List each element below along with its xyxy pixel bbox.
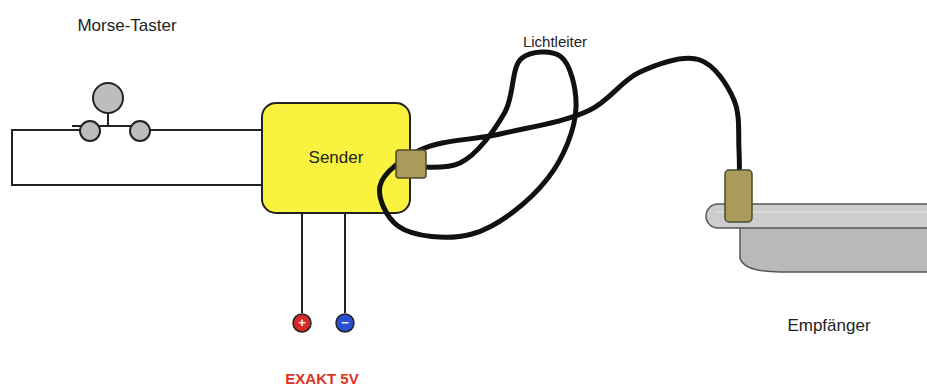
part-label: Morse-Taster <box>77 17 176 34</box>
terminal-sign: − <box>341 316 349 329</box>
cable-label: Lichtleiter <box>523 34 587 49</box>
optical-fiber <box>380 52 740 237</box>
node-title: Sender <box>309 148 364 168</box>
morse-key-symbol <box>72 83 150 141</box>
sender-box <box>262 103 410 213</box>
receiver-disc: Empfänger <box>706 204 927 340</box>
fiber-plugs <box>396 150 752 222</box>
terminal-sign: + <box>298 316 306 329</box>
sender-box: Sender <box>262 103 410 213</box>
power-terminals <box>293 314 354 332</box>
node-title: Empfänger <box>787 316 870 336</box>
voltage-note: EXAKT 5V <box>285 371 358 386</box>
